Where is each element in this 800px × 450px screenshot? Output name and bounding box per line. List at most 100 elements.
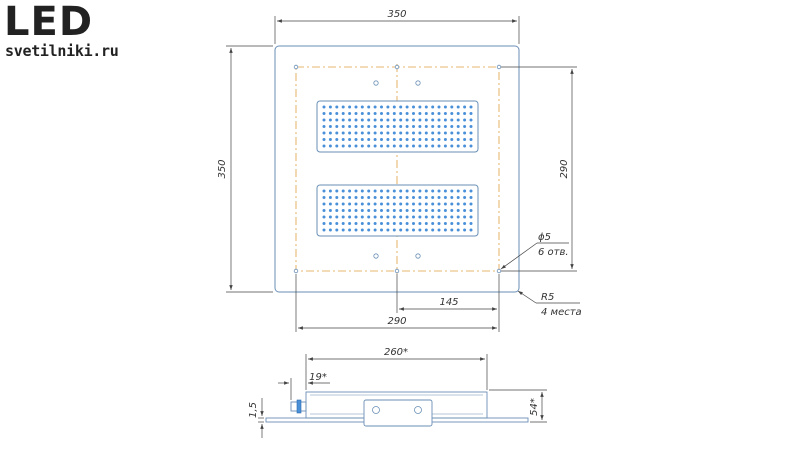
led-chip — [386, 131, 390, 135]
led-chip — [463, 215, 467, 219]
mounting-hole — [394, 268, 400, 274]
dimension-hole-spacing-vertical — [501, 66, 577, 272]
led-chip — [386, 105, 390, 109]
led-chip — [424, 125, 428, 128]
led-chip — [469, 222, 473, 225]
led-chip — [405, 209, 409, 212]
led-chip — [463, 222, 467, 225]
side-bracket — [363, 399, 433, 427]
led-chip — [469, 125, 473, 128]
led-chip — [373, 196, 377, 199]
led-chip — [405, 131, 409, 135]
led-chip — [405, 125, 409, 128]
led-chip — [373, 118, 377, 122]
led-chip — [437, 189, 441, 193]
led-chip — [399, 189, 403, 193]
led-chip — [450, 105, 454, 109]
led-chip — [354, 125, 358, 128]
led-chip — [335, 118, 339, 122]
led-chip — [450, 125, 454, 128]
side-view: 260* 19* 1,5 54* — [248, 347, 547, 438]
led-chip — [367, 202, 371, 206]
led-chip — [328, 215, 332, 219]
screw-mark — [373, 80, 379, 86]
dimension-width — [274, 16, 520, 44]
led-chip — [443, 228, 447, 232]
led-chip — [354, 215, 358, 219]
led-chip — [450, 222, 454, 225]
led-chip — [354, 189, 358, 193]
led-chip — [380, 209, 383, 212]
led-chip — [373, 138, 377, 141]
led-chip — [367, 138, 371, 141]
led-chip — [456, 228, 460, 232]
led-chip — [392, 189, 396, 193]
led-chip — [469, 209, 473, 212]
led-chip — [424, 131, 428, 135]
led-chip — [360, 131, 364, 135]
led-chip — [463, 189, 467, 193]
led-chip — [431, 118, 435, 122]
led-chip — [328, 209, 332, 212]
led-chip — [322, 131, 326, 135]
led-chip — [456, 209, 460, 212]
led-chip — [456, 105, 460, 109]
led-chip — [348, 215, 352, 219]
led-chip — [380, 125, 383, 128]
led-chip — [328, 118, 332, 122]
hole-spacing-horizontal-label: 290 — [387, 316, 406, 327]
led-chip — [399, 144, 403, 148]
led-chip — [386, 228, 390, 232]
led-chip — [399, 222, 403, 225]
hole-spacing-vertical-label: 290 — [559, 159, 570, 178]
led-chip — [348, 196, 352, 199]
led-chip — [386, 222, 390, 225]
led-chip — [373, 131, 377, 135]
led-chip — [360, 189, 364, 193]
led-chip — [341, 228, 345, 232]
led-chip — [322, 118, 326, 122]
led-chip — [341, 209, 345, 212]
led-chip — [322, 196, 326, 199]
led-chip — [424, 112, 428, 115]
led-chip — [424, 189, 428, 193]
led-chip — [412, 228, 415, 232]
led-chip — [360, 144, 364, 148]
led-chip — [418, 131, 422, 135]
led-chip — [412, 189, 415, 193]
led-chip — [386, 196, 390, 199]
led-chip — [392, 118, 396, 122]
led-chip — [469, 215, 473, 219]
led-chip — [412, 131, 415, 135]
led-chip — [322, 138, 326, 141]
led-chip — [437, 112, 441, 115]
led-chip — [335, 144, 339, 148]
corner-radius-label: R5 — [541, 292, 554, 303]
led-chip — [354, 202, 358, 206]
led-chip — [431, 131, 435, 135]
height-label: 350 — [217, 159, 228, 178]
led-chip — [360, 228, 364, 232]
led-chip — [348, 202, 352, 206]
led-chip — [450, 138, 454, 141]
led-chip — [354, 144, 358, 148]
led-chip — [463, 202, 467, 206]
led-chip — [373, 105, 377, 109]
leader-corner-radius — [517, 290, 580, 304]
led-chip — [456, 222, 460, 225]
led-chip — [450, 144, 454, 148]
led-chip — [392, 105, 396, 109]
led-chip — [399, 125, 403, 128]
led-chip — [418, 105, 422, 109]
led-chip — [386, 144, 390, 148]
led-chip — [412, 209, 415, 212]
led-chip — [456, 189, 460, 193]
led-chip — [386, 118, 390, 122]
screw-mark — [373, 253, 379, 259]
led-chip — [380, 202, 383, 206]
bracket-hole — [414, 406, 422, 414]
side-offset-label: 19* — [309, 372, 327, 383]
led-chip — [418, 144, 422, 148]
led-chip — [328, 196, 332, 199]
